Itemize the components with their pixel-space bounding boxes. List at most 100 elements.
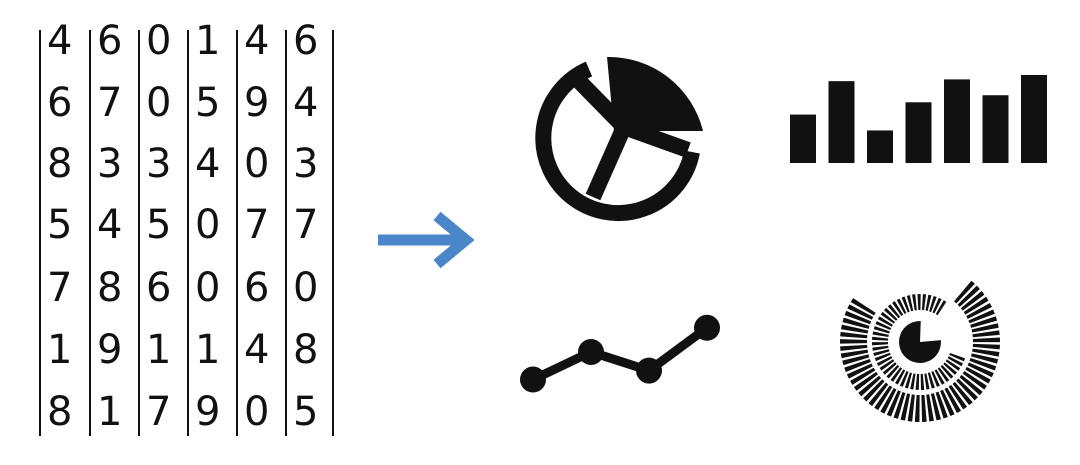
radial-bar	[924, 373, 930, 390]
radial-bar	[910, 373, 916, 390]
table-cell: 3	[97, 141, 122, 187]
radial-bar	[880, 388, 897, 414]
table-cell: 5	[146, 202, 171, 248]
radial-bar	[915, 373, 920, 390]
radial-bar	[895, 369, 906, 385]
radial-bar	[971, 323, 999, 333]
table-cell: 5	[293, 389, 318, 435]
table-cell: 4	[244, 327, 269, 373]
table-cell: 6	[146, 265, 171, 311]
radial-bar	[963, 296, 989, 315]
table-cell: 7	[146, 389, 171, 435]
radial-bar	[842, 354, 870, 366]
table-cell: 6	[97, 18, 122, 64]
radial-bar	[873, 326, 890, 334]
radial-bar	[927, 372, 935, 389]
radial-bar	[967, 362, 994, 378]
pie-chart-icon	[535, 56, 703, 221]
table-cell: 6	[244, 265, 269, 311]
radial-bar	[929, 295, 937, 312]
table-cell: 8	[97, 265, 122, 311]
radial-bar	[921, 294, 927, 311]
radial-bar	[872, 336, 889, 341]
table-cell: 0	[195, 265, 220, 311]
radial-bar	[899, 371, 909, 387]
radial-bar	[937, 367, 950, 382]
table-cell: 7	[244, 202, 269, 248]
radial-bar	[935, 300, 947, 316]
radial-bar	[932, 297, 942, 314]
radial-bar	[940, 389, 955, 417]
table-cell: 4	[47, 18, 72, 64]
radial-bar	[914, 394, 920, 422]
radial-bar	[947, 356, 963, 367]
radial-bar	[884, 307, 898, 321]
line-chart-icon	[520, 314, 720, 393]
radial-bar	[875, 321, 892, 331]
line-chart-series	[528, 323, 712, 385]
bar	[944, 79, 970, 163]
table-cell: 3	[146, 141, 171, 187]
radial-bar	[948, 384, 968, 410]
radial-bar	[879, 359, 895, 371]
table-cell: 0	[244, 389, 269, 435]
line-chart-point	[578, 338, 604, 365]
table-cell: 1	[146, 327, 171, 373]
table-cell: 1	[195, 18, 220, 64]
table-cell: 8	[47, 141, 72, 187]
radial-bar	[842, 317, 870, 329]
radial-bar	[972, 348, 1000, 357]
radial-bar	[886, 390, 901, 417]
radial-bar	[850, 367, 876, 385]
radial-bar	[844, 310, 872, 325]
radial-bar	[972, 330, 1000, 338]
radial-bar	[877, 316, 893, 327]
radial-center	[899, 321, 941, 363]
radial-bar	[880, 311, 896, 324]
radial-bar	[901, 296, 910, 313]
radial-bar	[970, 316, 998, 328]
radial-bar	[949, 352, 966, 362]
radial-bar	[868, 382, 889, 407]
radial-bar	[847, 304, 874, 320]
bar	[905, 102, 932, 163]
table-cell: 8	[293, 327, 318, 373]
radial-bar	[965, 366, 991, 384]
radial-bar	[882, 362, 897, 375]
radial-bar	[853, 371, 879, 391]
bar	[982, 95, 1009, 163]
table-cell: 4	[195, 141, 220, 187]
radial-bar	[850, 298, 876, 316]
radial-bar	[907, 394, 915, 422]
right-arrow-icon	[378, 211, 475, 269]
table-cell: 7	[97, 80, 122, 126]
radial-bar	[920, 373, 925, 390]
radial-bar	[872, 345, 889, 351]
radial-bar	[874, 352, 891, 362]
radial-bar	[940, 365, 954, 379]
table-cell: 0	[146, 18, 171, 64]
table-column-lines	[39, 30, 334, 436]
table-cell: 7	[47, 265, 72, 311]
radial-bar	[892, 301, 904, 316]
table-cell: 1	[47, 327, 72, 373]
line-chart-point	[520, 366, 546, 393]
radial-bar	[874, 385, 893, 411]
radial-bar	[841, 324, 869, 334]
table-cell: 1	[97, 389, 122, 435]
bar-chart-icon	[790, 75, 1047, 163]
radial-bar	[886, 364, 900, 379]
radial-bar	[934, 369, 945, 385]
radial-bar	[846, 363, 873, 379]
table-cell: 1	[195, 327, 220, 373]
radial-bar	[863, 379, 885, 402]
radial-bar	[906, 295, 914, 312]
table-cell: 4	[97, 202, 122, 248]
table-cell: 0	[293, 265, 318, 311]
radial-bar	[972, 343, 1000, 350]
radial-bar	[921, 394, 927, 422]
radial-bar	[959, 374, 983, 396]
radial-bar	[966, 302, 992, 319]
